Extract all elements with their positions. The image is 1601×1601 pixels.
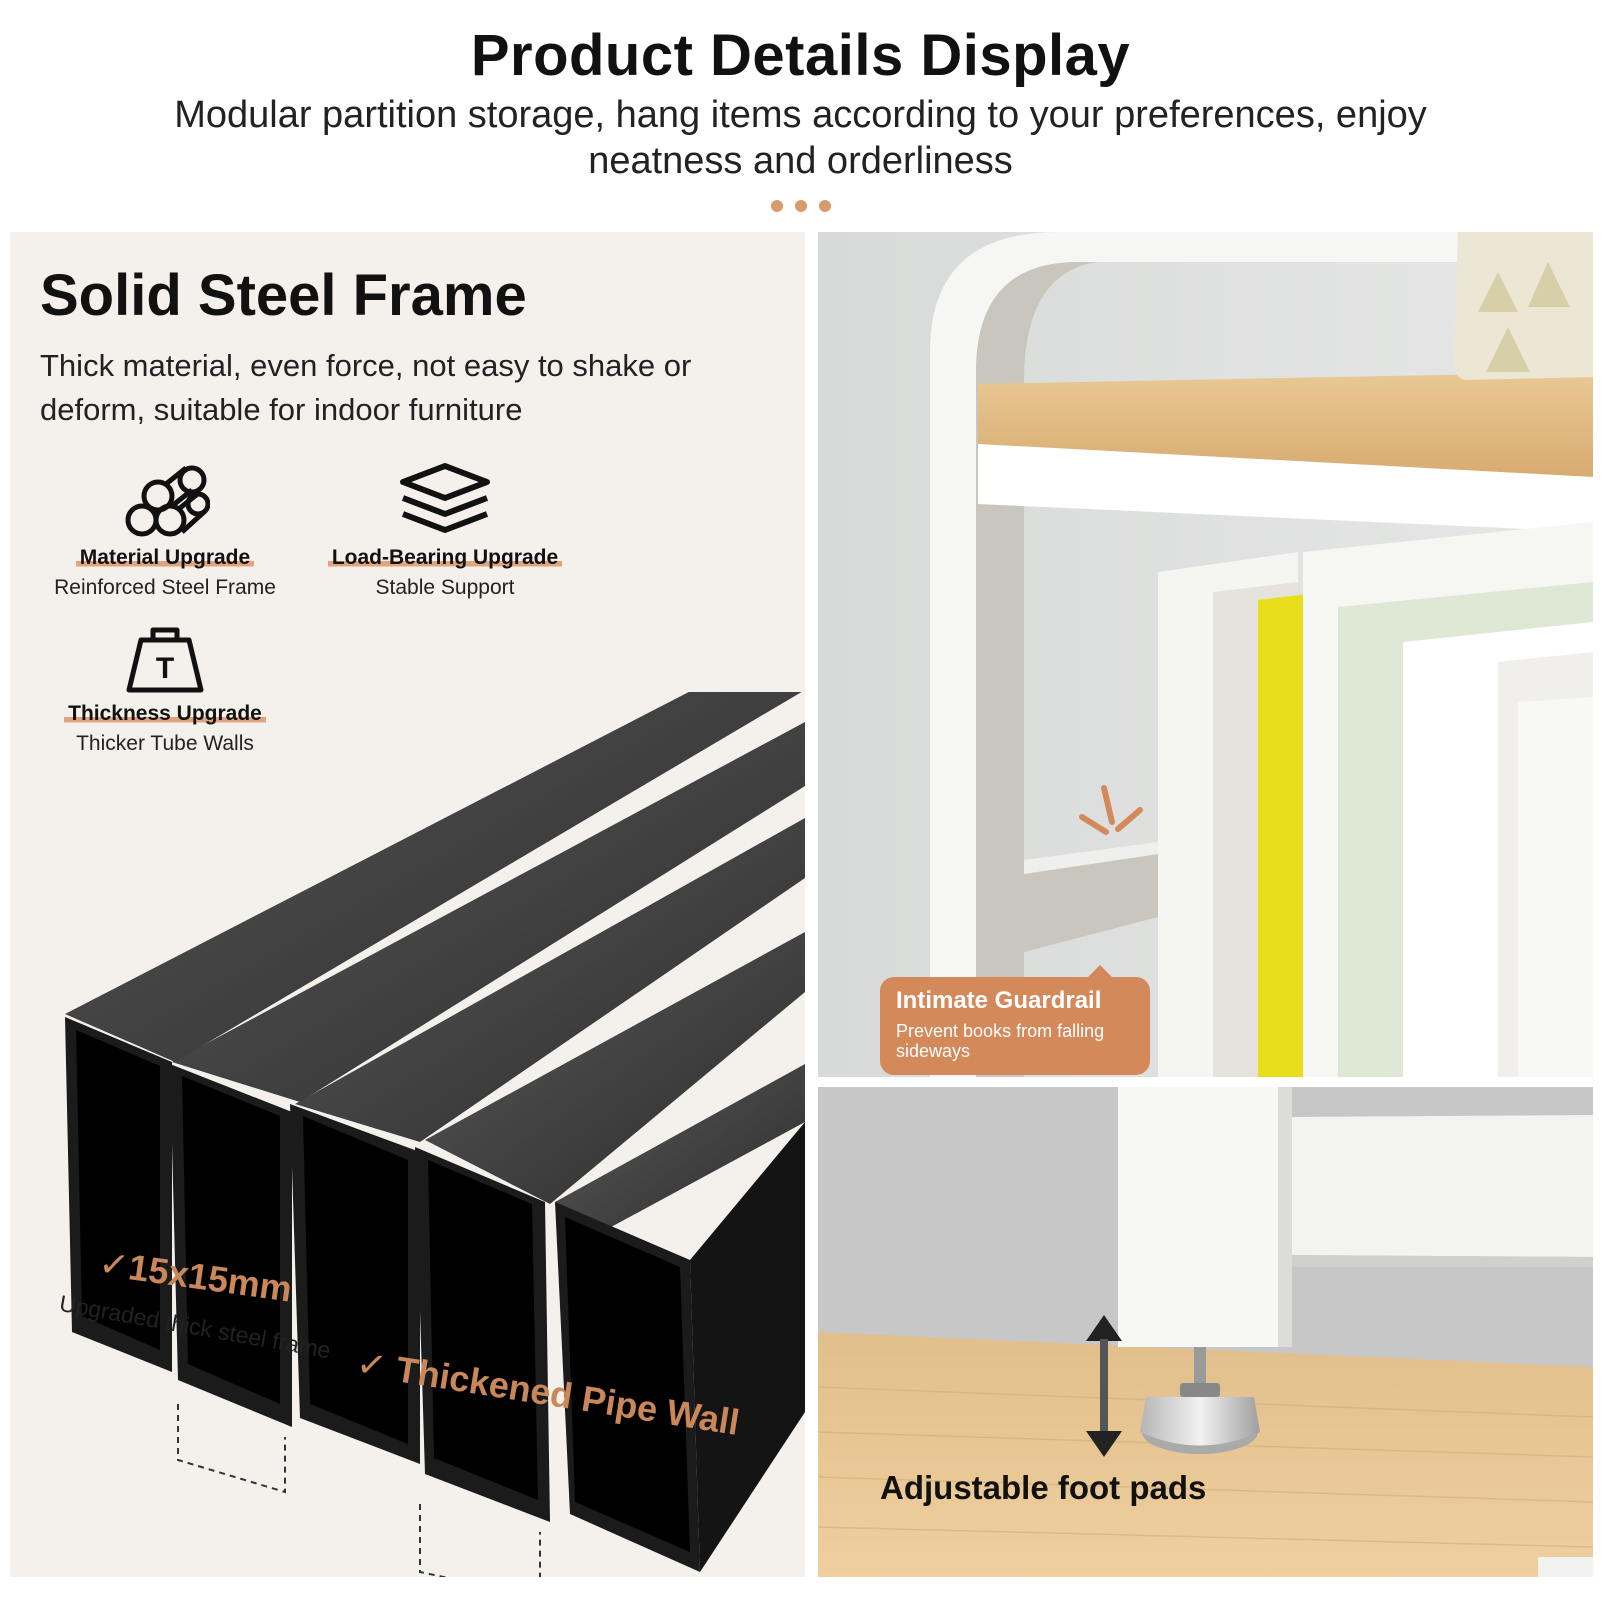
guardrail-badge: Intimate Guardrail Prevent books from fa… — [880, 965, 1150, 1075]
steel-tubes-illustration — [65, 692, 805, 1577]
steel-tube — [555, 1064, 805, 1572]
feature-material: Material Upgrade Reinforced Steel Frame — [30, 460, 300, 600]
weight-icon-letter: T — [156, 652, 174, 685]
foot-pad-illustration — [818, 1087, 1593, 1577]
highlight-burst-icon — [1079, 785, 1143, 835]
stacked-layers-icon — [400, 463, 490, 533]
badge-title: Intimate Guardrail — [896, 987, 1102, 1014]
adjust-arrow-icon — [1086, 1315, 1122, 1457]
foot-pads-label: Adjustable foot pads — [880, 1469, 1207, 1506]
panel-title: Solid Steel Frame — [40, 263, 527, 328]
steel-tube — [170, 722, 805, 1427]
feature-title: Material Upgrade — [75, 546, 255, 570]
panel-description: Thick material, even force, not easy to … — [40, 348, 692, 427]
feature-subtitle: Reinforced Steel Frame — [54, 576, 276, 599]
guardrail-photo: Intimate Guardrail Prevent books from fa… — [818, 232, 1593, 1077]
dot — [770, 200, 783, 212]
steel-tube — [415, 932, 805, 1522]
pagination-dots — [0, 200, 1601, 212]
feature-title: Load-Bearing Upgrade — [327, 546, 563, 570]
steel-pipes-icon — [125, 465, 210, 537]
dot — [818, 200, 831, 212]
feature-title: Thickness Upgrade — [64, 702, 266, 726]
foot-pads-photo: Adjustable foot pads — [818, 1087, 1593, 1577]
feature-load-bearing: Load-Bearing Upgrade Stable Support — [310, 460, 580, 600]
steel-frame-panel: Solid Steel Frame Thick material, even f… — [10, 232, 805, 1577]
steel-tube — [65, 692, 802, 1372]
feature-subtitle: Stable Support — [375, 576, 515, 599]
badge-subtitle: Prevent books from falling sideways — [896, 1021, 1105, 1061]
dimension-lines — [177, 1404, 541, 1577]
page-subtitle: Modular partition storage, hang items ac… — [174, 94, 1427, 182]
page-title: Product Details Display — [470, 23, 1131, 88]
dot — [794, 200, 807, 212]
steel-tube — [290, 818, 805, 1464]
feature-subtitle: Thicker Tube Walls — [76, 732, 254, 755]
weight-icon: T — [126, 627, 204, 693]
shelf-illustration — [818, 232, 1593, 1077]
feature-thickness: T Thickness Upgrade Thicker Tube Walls — [30, 624, 300, 756]
